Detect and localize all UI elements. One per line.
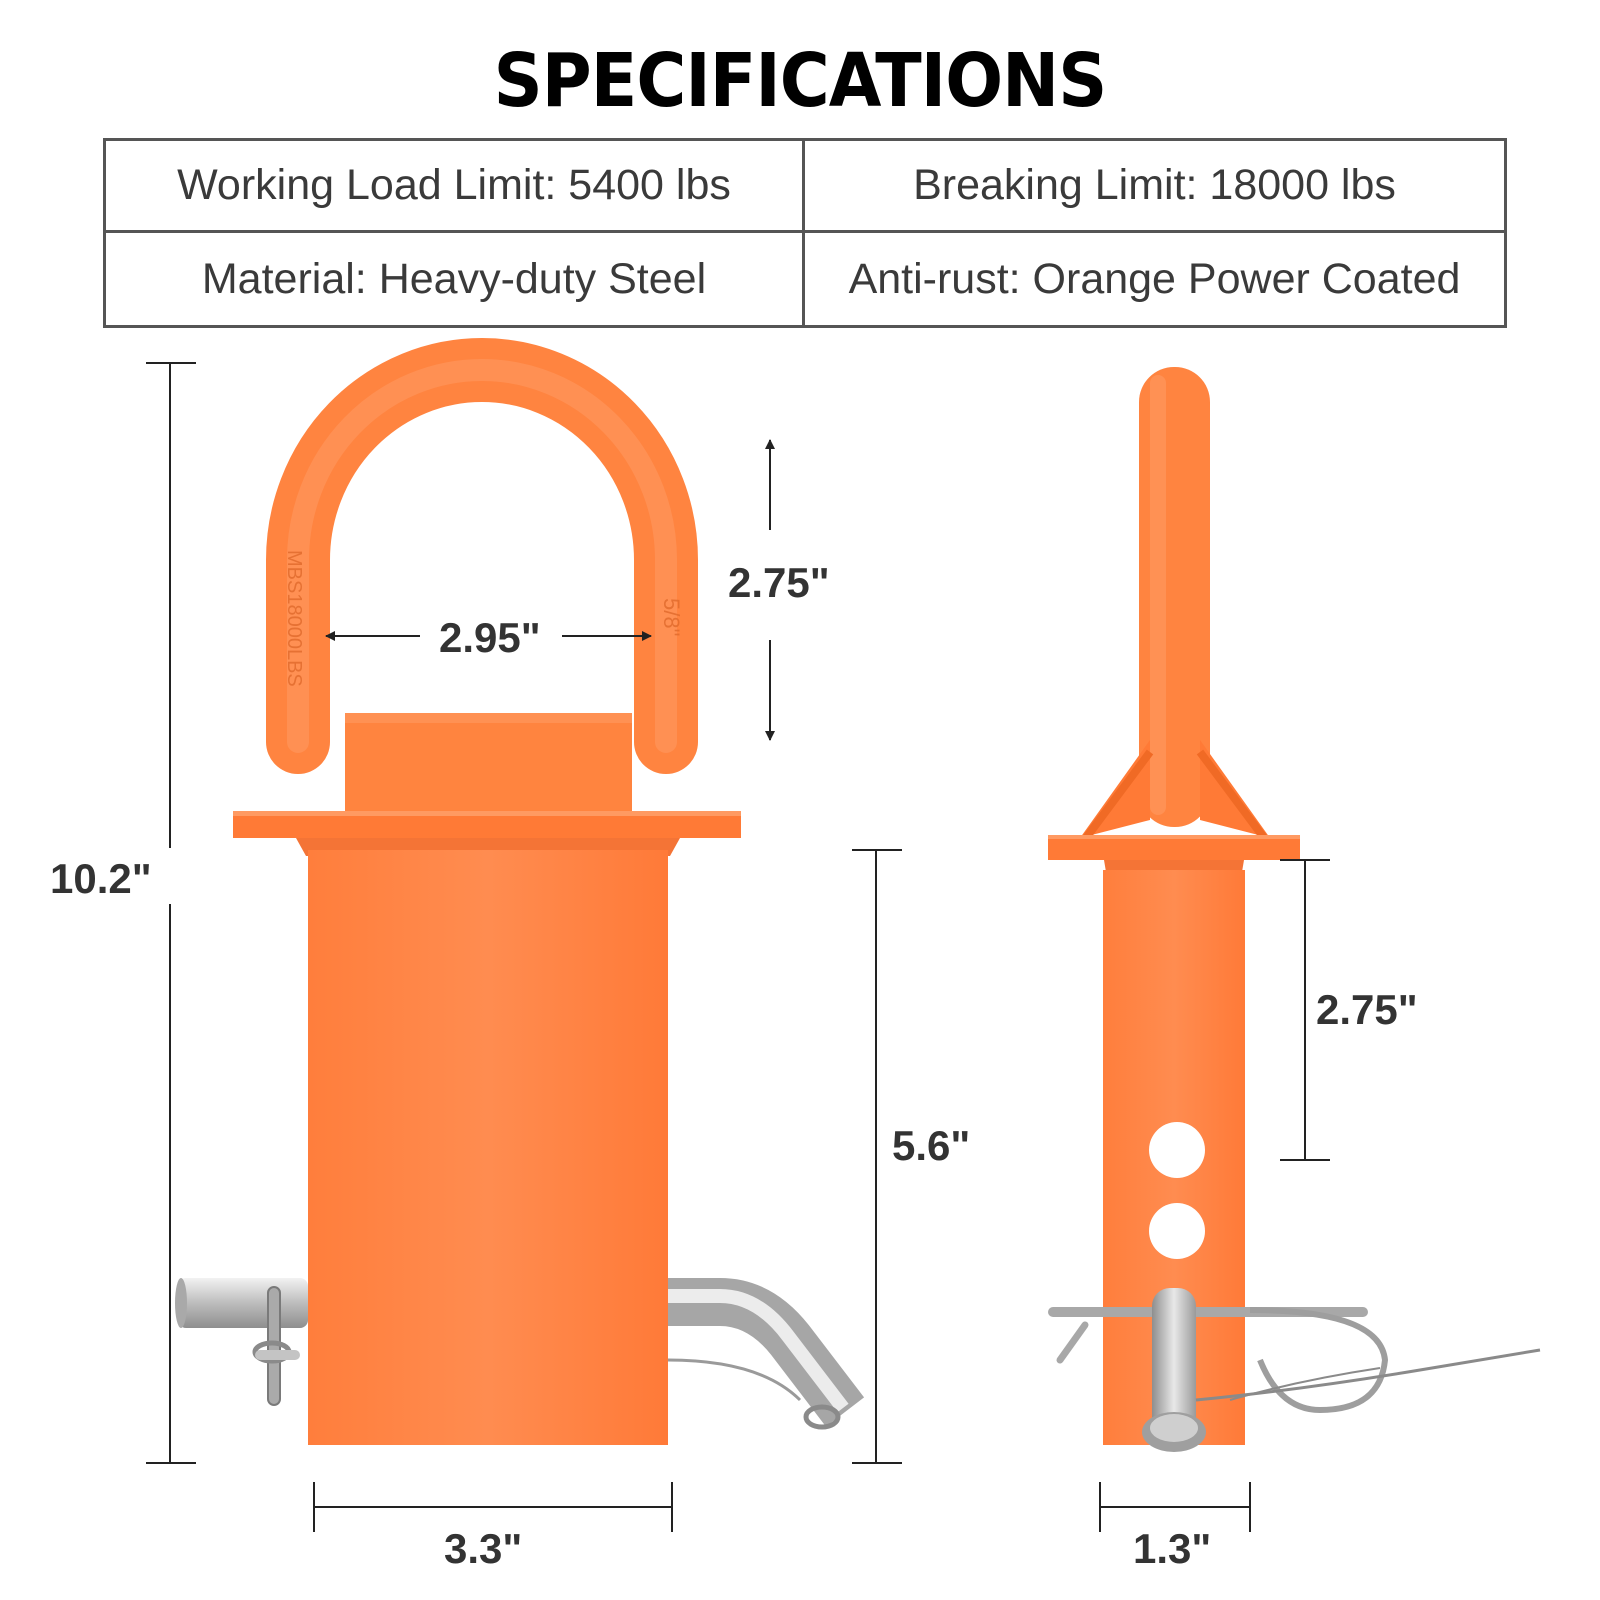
dim-ring-inner-width: 2.95" (439, 614, 541, 661)
front-left-pin (175, 1278, 308, 1406)
spec-material: Material: Heavy-duty Steel (106, 233, 805, 325)
front-d-ring-highlight (287, 359, 677, 753)
spec-breaking-limit: Breaking Limit: 18000 lbs (805, 141, 1504, 233)
side-view: 2.75" 1.3" (1048, 367, 1541, 1572)
side-ring-clip (1080, 740, 1270, 838)
ring-engraving-left: MBS18000LBS (283, 550, 305, 687)
side-hole-lower (1149, 1203, 1205, 1259)
dim-side-hole-spacing: 2.75" (1316, 986, 1418, 1033)
side-base-plate (1048, 835, 1300, 860)
front-view: MBS18000LBS 5/8" 10.2" (40, 338, 970, 1572)
side-hole-upper (1149, 1122, 1205, 1178)
front-receiver-tube (308, 850, 668, 1445)
spec-anti-rust: Anti-rust: Orange Power Coated (848, 254, 1461, 303)
front-right-bent-pin (667, 1278, 865, 1430)
dim-side-width: 1.3" (1133, 1525, 1211, 1572)
dim-total-height: 10.2" (50, 855, 152, 902)
dim-tube-width: 3.3" (444, 1525, 522, 1572)
front-ring-clip (345, 713, 632, 811)
spec-working-load-limit: Working Load Limit: 5400 lbs (106, 141, 805, 233)
spec-table: Working Load Limit: 5400 lbs Breaking Li… (103, 138, 1507, 328)
dim-ring-height: 2.75" (728, 559, 830, 606)
ring-engraving-right: 5/8" (659, 598, 684, 636)
page-title: SPECIFICATIONS (493, 38, 1108, 124)
dim-tube-height: 5.6" (892, 1122, 970, 1169)
side-hitch-pin (1048, 1288, 1541, 1452)
